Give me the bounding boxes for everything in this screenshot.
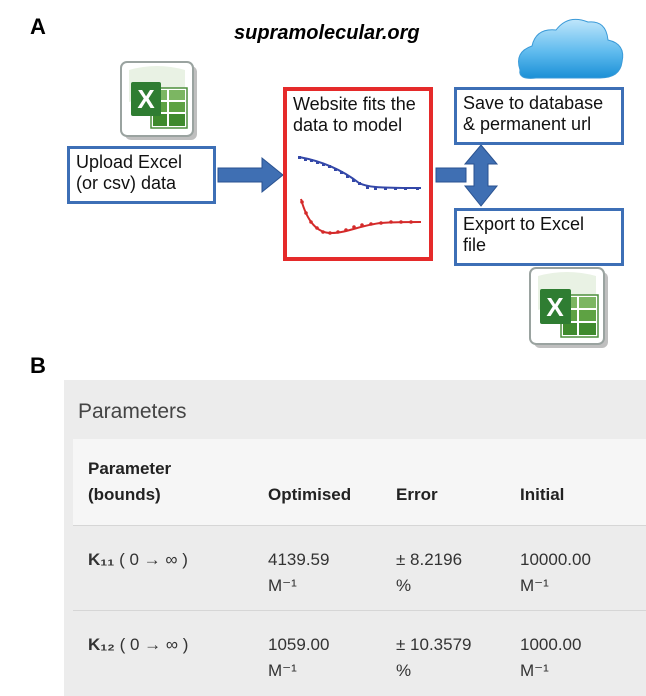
arrow-up-down (463, 144, 499, 207)
upload-line-2: (or csv) data (76, 173, 177, 193)
series-top-points (298, 156, 419, 190)
save-line-2: & permanent url (463, 114, 592, 134)
export-excel-box: Export to Excel file (454, 208, 624, 266)
initial-unit: M⁻¹ (520, 661, 549, 680)
header-parameter: Parameter (bounds) (88, 456, 171, 508)
parameter-bounds: ( 0 → ∞ ) (114, 550, 188, 569)
panel-label-b: B (30, 353, 46, 378)
workflow-diagram: X X (120, 18, 624, 348)
upload-data-box: Upload Excel (or csv) data (67, 146, 216, 204)
excel-icon: X (529, 267, 608, 348)
error-unit: % (396, 576, 412, 595)
save-line-1: Save to database (463, 93, 604, 113)
initial-value: 1000.00 (520, 635, 582, 654)
arrow-right (217, 156, 284, 194)
cloud-icon (518, 18, 624, 79)
series-bottom-points (300, 200, 413, 235)
optimised-unit: M⁻¹ (268, 576, 297, 595)
initial-cell: 1000.00 M⁻¹ (520, 632, 640, 684)
excel-icon: X (120, 61, 197, 140)
error-cell: ± 8.2196 % (396, 547, 516, 599)
save-database-box: Save to database & permanent url (454, 87, 624, 145)
table-row: K₁₁ ( 0 → ∞ ) 4139.59 M⁻¹ ± 8.2196 % 100… (73, 525, 646, 610)
export-line-2: file (463, 235, 487, 255)
parameters-table: Parameter (bounds) Optimised Error Initi… (73, 439, 646, 695)
parameters-heading: Parameters (78, 400, 187, 423)
svg-text:X: X (546, 292, 564, 322)
parameter-name: K₁₁ (88, 550, 115, 569)
optimised-value: 1059.00 (268, 635, 330, 654)
error-value: ± 8.2196 (396, 550, 463, 569)
site-title: supramolecular.org (234, 22, 420, 44)
initial-value: 10000.00 (520, 550, 591, 569)
fit-curves-thumbnail (298, 156, 422, 235)
error-cell: ± 10.3579 % (396, 632, 516, 684)
header-error: Error (396, 485, 438, 504)
parameter-bounds: ( 0 → ∞ ) (114, 635, 189, 654)
upload-line-1: Upload Excel (76, 152, 183, 172)
error-value: ± 10.3579 (396, 635, 472, 654)
initial-unit: M⁻¹ (520, 576, 549, 595)
parameter-name: K₁₂ (88, 635, 115, 654)
table-header-row: Parameter (bounds) Optimised Error Initi… (73, 439, 646, 525)
error-unit: % (396, 661, 412, 680)
optimised-unit: M⁻¹ (268, 661, 297, 680)
parameter-cell: K₁₂ ( 0 → ∞ ) (88, 632, 188, 658)
header-initial: Initial (520, 485, 565, 504)
initial-cell: 10000.00 M⁻¹ (520, 547, 640, 599)
header-optimised: Optimised (268, 485, 352, 504)
optimised-value: 4139.59 (268, 550, 330, 569)
fit-line-1: Website fits the (293, 94, 416, 114)
export-line-1: Export to Excel (463, 214, 585, 234)
panel-label-a: A (30, 14, 46, 39)
parameter-cell: K₁₁ ( 0 → ∞ ) (88, 547, 188, 573)
optimised-cell: 4139.59 M⁻¹ (268, 547, 388, 599)
table-row: K₁₂ ( 0 → ∞ ) 1059.00 M⁻¹ ± 10.3579 % 10… (73, 610, 646, 695)
fit-model-box: Website fits the data to model (283, 87, 433, 261)
arrow-split (435, 167, 467, 183)
header-parameter-line1: Parameter (88, 459, 172, 478)
fit-line-2: data to model (293, 115, 403, 135)
header-parameter-line2: (bounds) (88, 485, 161, 504)
optimised-cell: 1059.00 M⁻¹ (268, 632, 388, 684)
svg-text:X: X (137, 84, 155, 114)
parameters-panel: Parameters Parameter (bounds) Optimised … (64, 380, 646, 696)
